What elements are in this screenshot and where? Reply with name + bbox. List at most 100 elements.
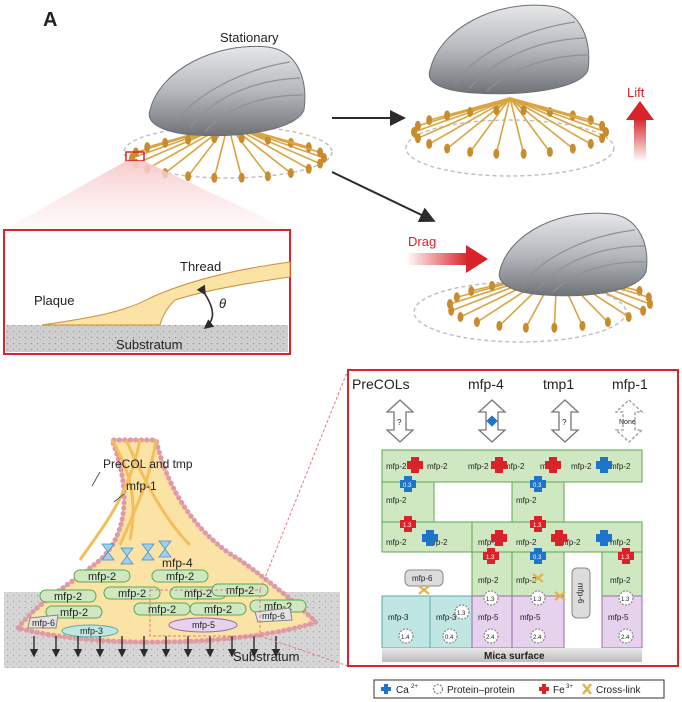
thread-plaque	[426, 138, 433, 149]
precol-strands	[78, 439, 192, 561]
mfp5-label: mfp-5	[608, 613, 629, 622]
protein-protein-node	[530, 628, 546, 644]
thread-plaque	[489, 280, 496, 291]
mfp6-blob-left	[27, 614, 59, 629]
protein-protein-node	[530, 590, 546, 606]
byssal-thread	[509, 97, 551, 153]
fe-crosslink	[551, 534, 567, 542]
byssal-thread	[509, 97, 603, 139]
mfp2-pill-label: mfp-2	[184, 588, 212, 600]
attachment-ellipse	[123, 125, 333, 179]
ca-crosslink	[530, 552, 546, 560]
protein-protein-value: 1.4	[401, 635, 410, 641]
ca-crosslink	[400, 480, 416, 488]
fe-crosslink	[545, 461, 561, 469]
mfp2-label: mfp-2	[386, 538, 407, 547]
mfp6-label: mfp-6	[576, 583, 585, 604]
mfp1-arrow	[614, 399, 644, 443]
legend-ca: Ca	[396, 685, 409, 696]
inset-substratum	[6, 325, 288, 352]
thread-plaque	[305, 142, 312, 153]
mfp2-pill-label: mfp-2	[204, 604, 232, 616]
tmp1-arrow	[550, 399, 580, 443]
thread-plaque	[625, 311, 632, 322]
thread-plaque	[551, 322, 558, 333]
mfp2-label: mfp-2	[386, 462, 407, 471]
thread-plaque	[444, 110, 451, 121]
legend: Ca 2+ Protein–protein Fe 3+ Cross-link	[373, 679, 665, 699]
crosslink-mark	[532, 573, 544, 583]
fe-crosslink-value: 1.3	[486, 555, 495, 561]
drag-arrow-head	[466, 245, 488, 273]
mfp4-bowtie	[120, 547, 134, 565]
thread-plaque	[317, 147, 324, 158]
thread-plaque	[264, 171, 271, 182]
thread-plaque	[453, 292, 460, 303]
inset-substratum-label: Substratum	[116, 337, 182, 352]
mfp3-label: mfp-3	[388, 613, 409, 622]
mfp2-pill	[73, 569, 131, 583]
fe-crosslink	[491, 461, 507, 469]
mfp2-label: mfp-2	[478, 576, 499, 585]
thread-plaque	[211, 172, 218, 183]
mfp2-label: mfp-2	[516, 576, 537, 585]
protein-protein-value: 2.4	[486, 635, 495, 641]
precol-tmp-leader	[91, 471, 101, 487]
fe-crosslink	[530, 520, 546, 528]
mfp6-block	[571, 567, 591, 619]
protein-protein-value: 1.3	[533, 597, 542, 603]
ca-crosslink	[422, 534, 438, 542]
thread-plaque	[414, 120, 421, 131]
thread-plaque	[468, 286, 475, 297]
thread-plaque	[579, 320, 586, 331]
byssal-thread	[428, 97, 511, 145]
zoom-line-bottom	[259, 635, 349, 667]
mfp2-pill-label: mfp-2	[148, 604, 176, 616]
ca-crosslink	[596, 534, 612, 542]
legend-fe: Fe	[553, 685, 565, 696]
fe-crosslink	[400, 520, 416, 528]
mfp6-right-label: mfp-6	[262, 611, 285, 621]
mfp2-label: mfp-2	[386, 496, 407, 505]
mfp2-label: mfp-2	[468, 462, 489, 471]
zoom-cone	[4, 161, 290, 230]
thread-plaque	[185, 134, 192, 145]
thread-plaque	[162, 137, 169, 148]
thread-plaque	[467, 106, 474, 117]
drag-label: Drag	[408, 234, 436, 249]
mfp6-block	[404, 569, 444, 587]
lift-arrow-head	[626, 101, 654, 120]
ca-crosslink-value: 0.3	[403, 483, 412, 489]
thread-plaque	[444, 143, 451, 154]
mfp3-blob	[61, 624, 119, 638]
legend-crosslink: Cross-link	[596, 685, 641, 696]
mfp2-block	[471, 551, 513, 597]
mfp2-label: mfp-2	[571, 462, 592, 471]
shell	[428, 4, 590, 95]
byssal-thread	[495, 97, 511, 154]
mfp2-pill	[45, 605, 103, 619]
plaque-label: Plaque	[34, 293, 74, 308]
theta-arc	[196, 284, 215, 330]
detail-header: mfp-1	[612, 376, 648, 392]
byssal-thread	[469, 97, 511, 153]
thread-plaque	[603, 127, 609, 137]
mussel-stationary: Stationary	[123, 30, 333, 183]
mfp5-label: mfp-5	[192, 620, 215, 630]
protein-protein-value: 2.4	[621, 635, 630, 641]
protein-protein-value: 0.4	[445, 635, 454, 641]
thread-plaque	[238, 172, 245, 183]
fe-crosslink-value: 1.3	[533, 523, 542, 529]
detail-header: tmp1	[543, 376, 574, 392]
shell	[498, 212, 648, 297]
mfp2-pill	[39, 589, 97, 603]
mfp5-blob	[168, 617, 238, 633]
mfp2-label: mfp-2	[478, 538, 499, 547]
fe-crosslink	[483, 552, 499, 560]
detail-double-arrows: ??None	[385, 399, 644, 443]
byssal-thread	[417, 97, 511, 139]
shell-ridges	[174, 61, 304, 133]
fe-crosslink	[618, 552, 634, 560]
